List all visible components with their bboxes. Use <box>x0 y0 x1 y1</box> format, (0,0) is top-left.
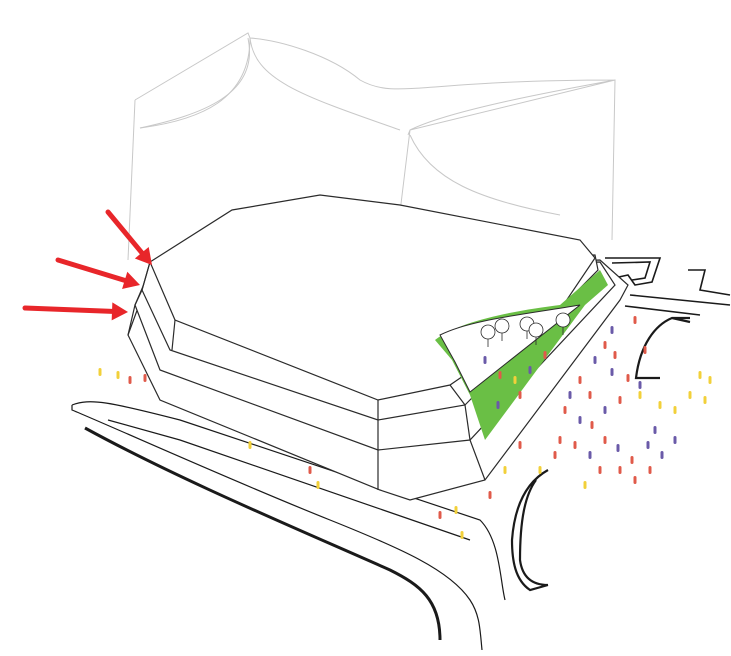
arrow-icon <box>58 260 140 289</box>
person-icon <box>604 341 607 349</box>
person-icon <box>569 391 572 399</box>
person-icon <box>617 444 620 452</box>
person-icon <box>579 376 582 384</box>
person-icon <box>539 466 542 474</box>
person-icon <box>129 376 132 384</box>
person-icon <box>309 466 312 474</box>
road-right-curve <box>512 470 548 590</box>
person-icon <box>599 466 602 474</box>
person-icon <box>589 391 592 399</box>
person-icon <box>249 441 252 449</box>
person-icon <box>644 346 647 354</box>
person-icon <box>554 451 557 459</box>
person-icon <box>604 436 607 444</box>
person-icon <box>639 381 642 389</box>
person-icon <box>317 481 320 489</box>
person-icon <box>699 371 702 379</box>
person-icon <box>455 506 458 514</box>
arrow-icon <box>25 302 128 320</box>
highlight-arrows <box>25 212 152 320</box>
person-icon <box>661 451 664 459</box>
person-icon <box>631 456 634 464</box>
person-icon <box>439 511 442 519</box>
person-icon <box>544 351 547 359</box>
person-icon <box>639 391 642 399</box>
person-icon <box>514 376 517 384</box>
person-icon <box>559 436 562 444</box>
person-icon <box>579 416 582 424</box>
person-icon <box>619 466 622 474</box>
person-icon <box>529 366 532 374</box>
person-icon <box>499 371 502 379</box>
person-icon <box>674 406 677 414</box>
person-icon <box>497 401 500 409</box>
person-icon <box>611 326 614 334</box>
person-icon <box>117 371 120 379</box>
person-icon <box>689 391 692 399</box>
person-icon <box>709 376 712 384</box>
person-icon <box>564 406 567 414</box>
person-icon <box>484 356 487 364</box>
person-icon <box>591 421 594 429</box>
person-icon <box>647 441 650 449</box>
person-icon <box>574 441 577 449</box>
person-icon <box>604 406 607 414</box>
person-icon <box>594 356 597 364</box>
person-icon <box>611 368 614 376</box>
person-icon <box>654 426 657 434</box>
person-icon <box>489 491 492 499</box>
person-icon <box>144 374 147 382</box>
person-icon <box>704 396 707 404</box>
person-icon <box>649 466 652 474</box>
person-icon <box>634 316 637 324</box>
person-icon <box>589 451 592 459</box>
person-icon <box>584 481 587 489</box>
person-icon <box>461 531 464 539</box>
person-icon <box>619 396 622 404</box>
person-icon <box>674 436 677 444</box>
person-icon <box>634 476 637 484</box>
person-icon <box>614 351 617 359</box>
person-icon <box>504 466 507 474</box>
person-icon <box>519 391 522 399</box>
person-icon <box>519 441 522 449</box>
person-icon <box>99 368 102 376</box>
person-icon <box>659 401 662 409</box>
person-icon <box>627 374 630 382</box>
